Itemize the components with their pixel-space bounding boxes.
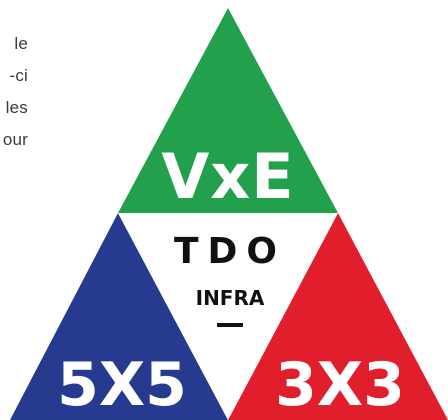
bottom-right-red-triangle <box>228 213 448 420</box>
text-line-4: our <box>2 130 28 149</box>
text-line-3: les <box>5 98 28 117</box>
bottom-right-label: 3X3 <box>275 350 405 420</box>
center-title: TDO <box>174 231 286 272</box>
bottom-left-label: 5X5 <box>57 350 187 420</box>
center-white-triangle <box>118 213 338 420</box>
truncated-paragraph: le -ci les our <box>0 28 28 156</box>
text-line-2: -ci <box>9 66 28 85</box>
top-green-triangle <box>118 8 338 213</box>
center-divider <box>217 323 243 327</box>
bottom-left-blue-triangle <box>10 213 228 420</box>
top-label: VxE <box>161 140 294 213</box>
text-line-1: le <box>14 34 28 53</box>
center-subtitle: INFRA <box>196 286 265 310</box>
